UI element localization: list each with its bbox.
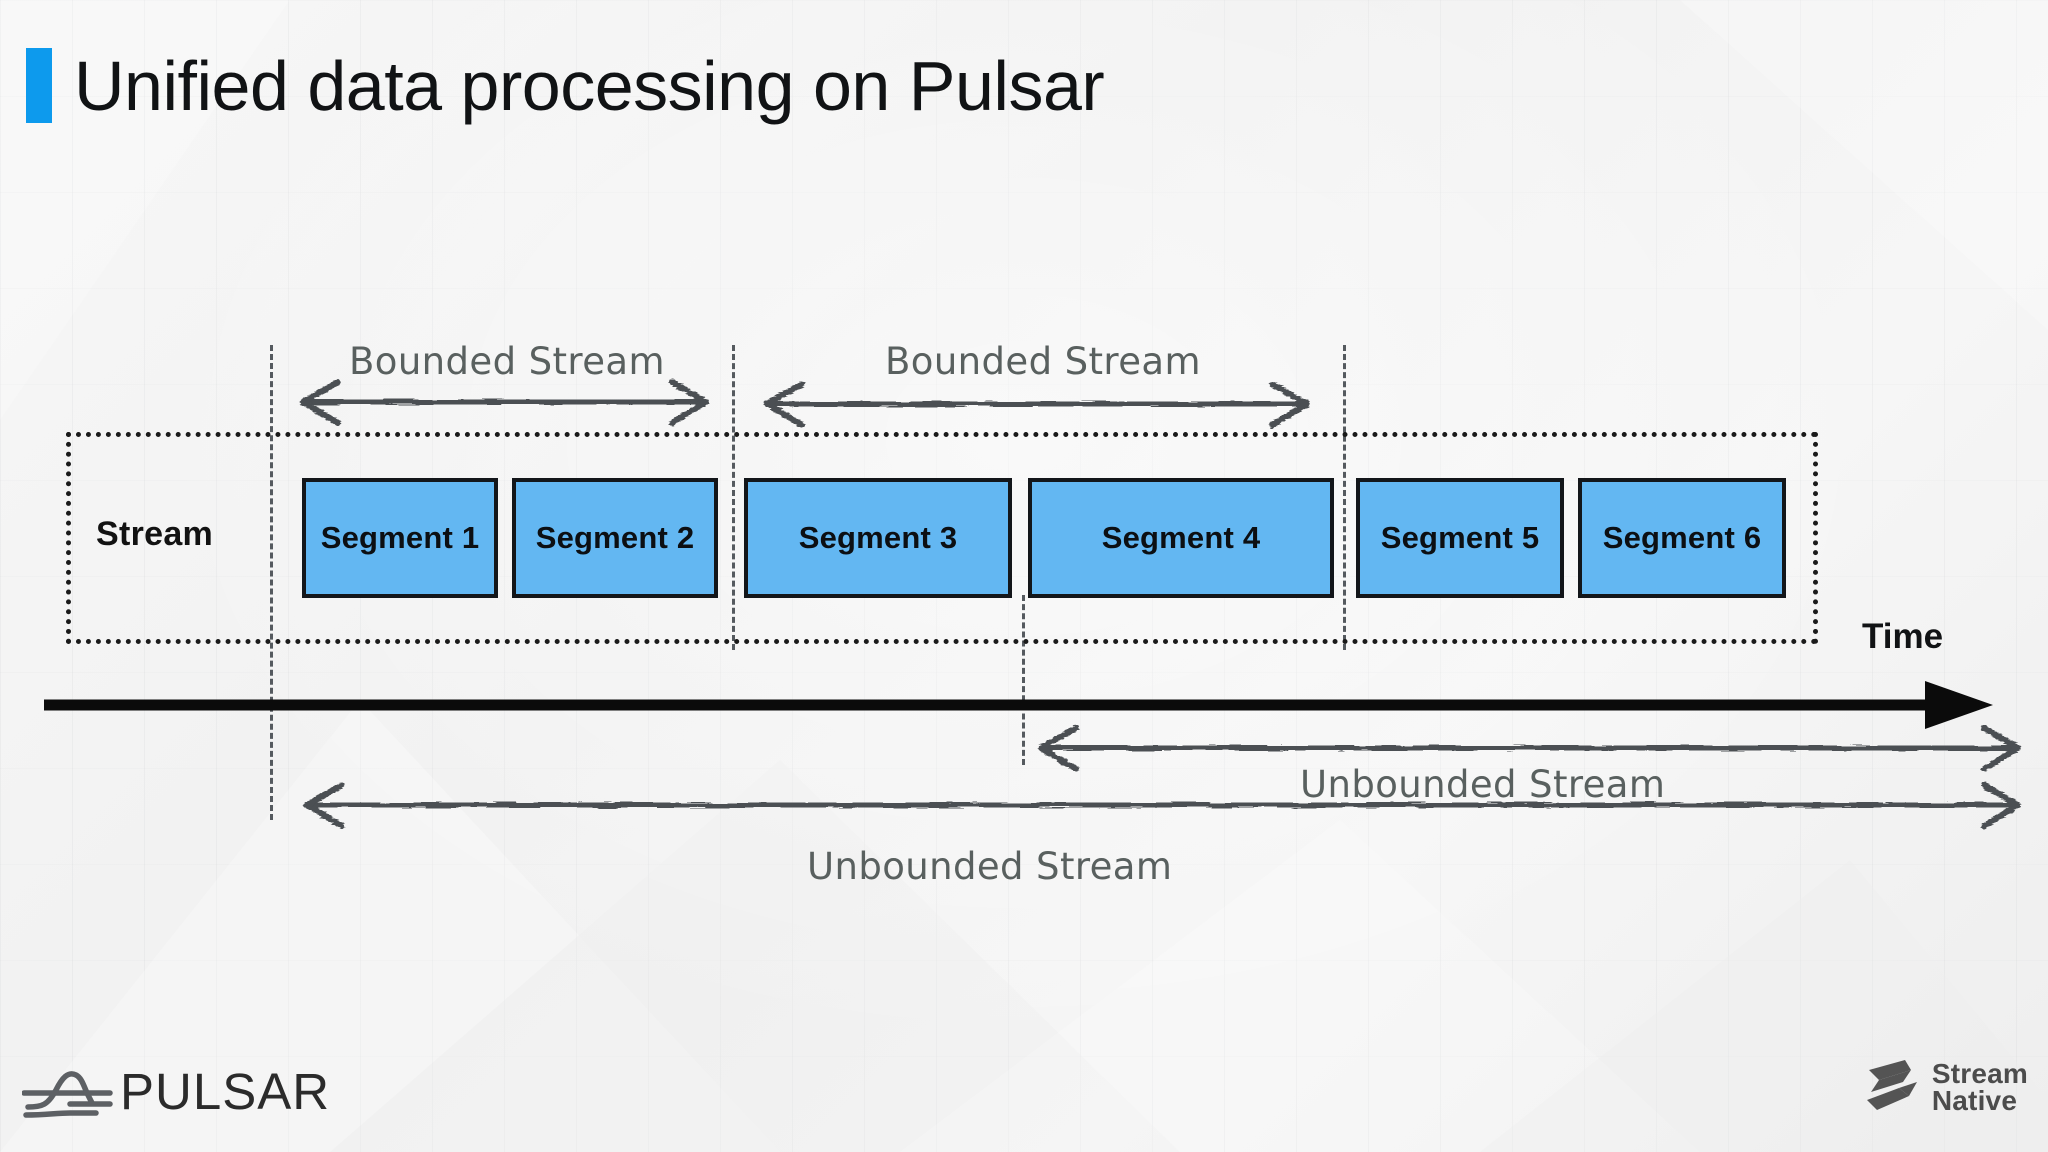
segment-box-1[interactable]: Segment 1 (302, 478, 498, 598)
segment-box-6[interactable]: Segment 6 (1578, 478, 1786, 598)
stream-container (66, 432, 1818, 644)
segment-box-2[interactable]: Segment 2 (512, 478, 718, 598)
boundary-line-3 (1022, 595, 1025, 765)
unbounded-stream-label-1: Unbounded Stream (1300, 763, 1666, 806)
streamnative-line-1: Stream (1931, 1057, 2028, 1089)
stream-label: Stream (96, 515, 214, 553)
bounded-stream-label-2: Bounded Stream (885, 340, 1201, 383)
page-title: Unified data processing on Pulsar (74, 46, 1105, 125)
streamnative-logo-text: Stream Native (1931, 1057, 2028, 1116)
streamnative-line-2: Native (1931, 1085, 2018, 1116)
pulsar-logo: PULSAR (22, 1062, 330, 1121)
time-axis-arrow (44, 681, 1993, 729)
unbounded-stream-arrow-2 (304, 782, 2021, 829)
title-accent-bar (26, 48, 52, 123)
boundary-line-4 (1343, 345, 1346, 650)
boundary-line-2 (732, 345, 735, 650)
bounded-stream-arrow-1 (300, 379, 709, 426)
boundary-line-1 (270, 345, 273, 820)
pulsar-wave-icon (22, 1070, 113, 1118)
pulsar-logo-text: PULSAR (120, 1063, 331, 1120)
segment-box-5[interactable]: Segment 5 (1356, 478, 1564, 598)
segment-box-3[interactable]: Segment 3 (744, 478, 1012, 598)
streamnative-logo: Stream Native (1859, 1056, 2028, 1118)
bounded-stream-label-1: Bounded Stream (349, 340, 665, 383)
bounded-stream-arrow-2 (764, 381, 1310, 428)
segment-box-4[interactable]: Segment 4 (1028, 478, 1334, 598)
slide-title-row: Unified data processing on Pulsar (26, 46, 1105, 125)
streamnative-mark-icon (1866, 1060, 1917, 1110)
unbounded-stream-label-2: Unbounded Stream (807, 845, 1173, 888)
time-axis-label: Time (1862, 617, 1944, 656)
